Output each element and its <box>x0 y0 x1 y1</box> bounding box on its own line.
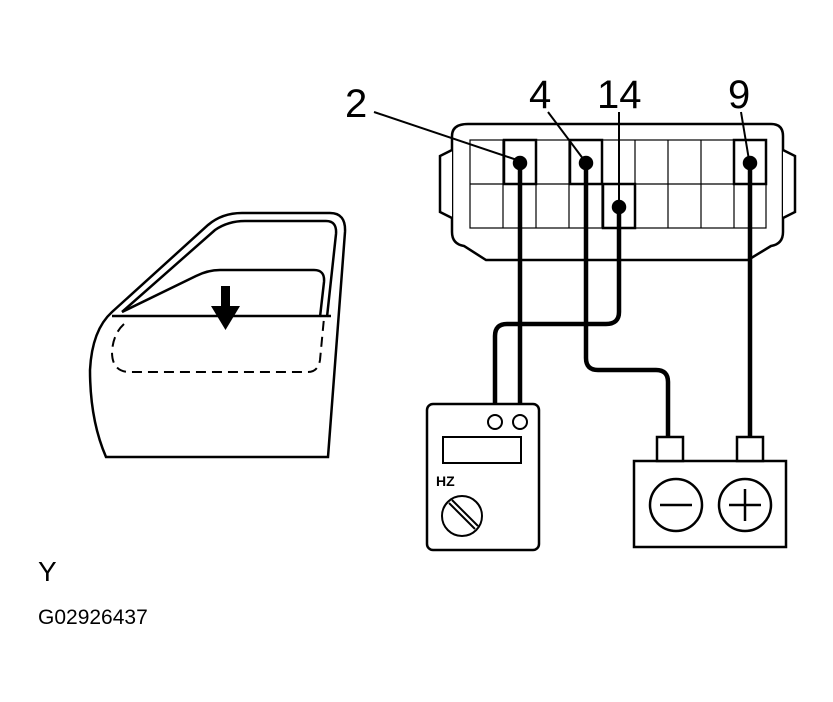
door-frame-inner-line <box>121 219 338 318</box>
plus-icon <box>717 477 773 533</box>
door-window-opening <box>121 268 326 318</box>
wires <box>492 163 753 438</box>
pin-label-9: 9 <box>728 73 750 117</box>
figure-id: G02926437 <box>38 606 148 629</box>
wire-terminal-14-to-meter <box>492 207 622 418</box>
view-label: Y <box>38 556 57 587</box>
meter-display <box>442 436 522 464</box>
door-glass-lowered-outline <box>110 317 325 373</box>
meter-dial-knob <box>441 495 483 537</box>
leader-lines <box>373 111 750 200</box>
leader-line-2 <box>373 111 518 161</box>
pin-label-4: 4 <box>529 73 551 117</box>
battery-positive-post <box>735 435 765 463</box>
leader-line-4 <box>547 111 585 161</box>
meter-probe-jack-right <box>512 414 528 430</box>
leader-line-9 <box>740 111 750 161</box>
door-illustration <box>88 211 347 459</box>
battery-negative-post <box>655 435 685 463</box>
frequency-meter: HZ <box>425 402 541 552</box>
connector-left-latch <box>438 148 453 220</box>
pin-label-2: 2 <box>345 82 367 126</box>
wire-terminal-4-to-battery-negative <box>583 163 671 438</box>
door-outer-outline <box>88 211 347 459</box>
meter-mode-label: HZ <box>436 473 455 489</box>
connector-right-latch <box>782 148 797 220</box>
minus-icon <box>648 477 704 533</box>
pin-label-14: 14 <box>597 73 642 117</box>
battery <box>632 435 788 549</box>
meter-probe-jack-left <box>487 414 503 430</box>
arrow-down-icon <box>211 286 240 330</box>
